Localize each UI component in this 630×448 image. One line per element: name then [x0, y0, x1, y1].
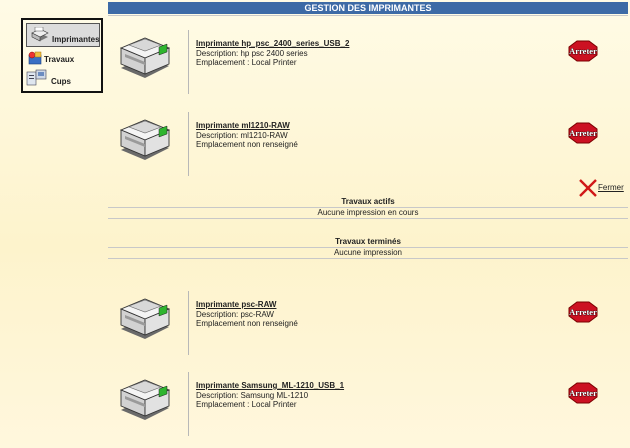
active-jobs-title: Travaux actifs	[341, 197, 395, 206]
page-title: GESTION DES IMPRIMANTES	[304, 3, 432, 13]
printer-info: Imprimante Samsung_ML-1210_USB_1 Descrip…	[196, 381, 344, 410]
printer-row: Imprimante hp_psc_2400_series_USB_2 Desc…	[115, 30, 630, 100]
sidebar-item-imprimantes[interactable]: Imprimantes	[26, 23, 100, 47]
printer-icon	[115, 293, 175, 343]
printer-description: Description: Samsung ML-1210	[196, 390, 309, 400]
cups-icon	[26, 69, 47, 86]
close-jobs-button[interactable]: Fermer	[578, 178, 628, 198]
stop-printer-button[interactable]	[567, 122, 599, 144]
stop-printer-button[interactable]	[567, 301, 599, 323]
active-jobs-text: Aucune impression en cours	[317, 208, 419, 217]
page-title-bar: GESTION DES IMPRIMANTES	[108, 2, 628, 14]
printer-info: Imprimante ml1210-RAW Description: ml121…	[196, 121, 298, 150]
stop-printer-button[interactable]	[567, 40, 599, 62]
title-divider	[108, 15, 628, 16]
jobs-icon	[28, 51, 42, 65]
printer-icon	[115, 374, 175, 424]
stop-printer-button[interactable]	[567, 382, 599, 404]
sidebar-item-label: Cups	[51, 77, 71, 86]
finished-jobs-title: Travaux terminés	[335, 237, 401, 246]
printer-location: Emplacement non renseigné	[196, 140, 298, 149]
sidebar-item-travaux[interactable]: Travaux	[26, 49, 100, 67]
active-jobs-divider	[108, 207, 628, 208]
printer-icon	[115, 32, 175, 82]
printer-divider	[188, 291, 189, 355]
printer-divider	[188, 112, 189, 176]
printer-icon	[115, 114, 175, 164]
active-jobs-divider	[108, 218, 628, 219]
printer-name-link[interactable]: Imprimante hp_psc_2400_series_USB_2	[196, 39, 350, 48]
printer-location: Emplacement : Local Printer	[196, 400, 297, 409]
printer-description: Description: hp psc 2400 series	[196, 48, 308, 58]
sidebar-item-cups[interactable]: Cups	[26, 69, 100, 89]
printer-location: Emplacement : Local Printer	[196, 58, 297, 67]
printer-name-link[interactable]: Imprimante ml1210-RAW	[196, 121, 290, 130]
printer-name-link[interactable]: Imprimante psc-RAW	[196, 300, 277, 309]
printer-divider	[188, 30, 189, 94]
printer-location: Emplacement non renseigné	[196, 319, 298, 328]
printer-row: Imprimante psc-RAW Description: psc-RAW …	[115, 291, 630, 361]
printer-icon	[31, 27, 49, 42]
printer-name-link[interactable]: Imprimante Samsung_ML-1210_USB_1	[196, 381, 345, 390]
printer-info: Imprimante hp_psc_2400_series_USB_2 Desc…	[196, 39, 349, 68]
close-label: Fermer	[598, 183, 624, 192]
sidebar-item-label: Travaux	[44, 55, 75, 64]
close-icon	[579, 179, 597, 197]
printer-row: Imprimante Samsung_ML-1210_USB_1 Descrip…	[115, 372, 630, 442]
finished-jobs-divider	[108, 258, 628, 259]
printer-divider	[188, 372, 189, 436]
finished-jobs-text: Aucune impression	[333, 248, 403, 257]
printer-info: Imprimante psc-RAW Description: psc-RAW …	[196, 300, 298, 329]
finished-jobs-divider	[108, 247, 628, 248]
printer-row: Imprimante ml1210-RAW Description: ml121…	[115, 112, 630, 182]
sidebar: Imprimantes Travaux Cups	[21, 18, 103, 93]
printer-description: Description: ml1210-RAW	[196, 130, 288, 140]
sidebar-item-label: Imprimantes	[52, 35, 100, 44]
printer-description: Description: psc-RAW	[196, 309, 274, 319]
